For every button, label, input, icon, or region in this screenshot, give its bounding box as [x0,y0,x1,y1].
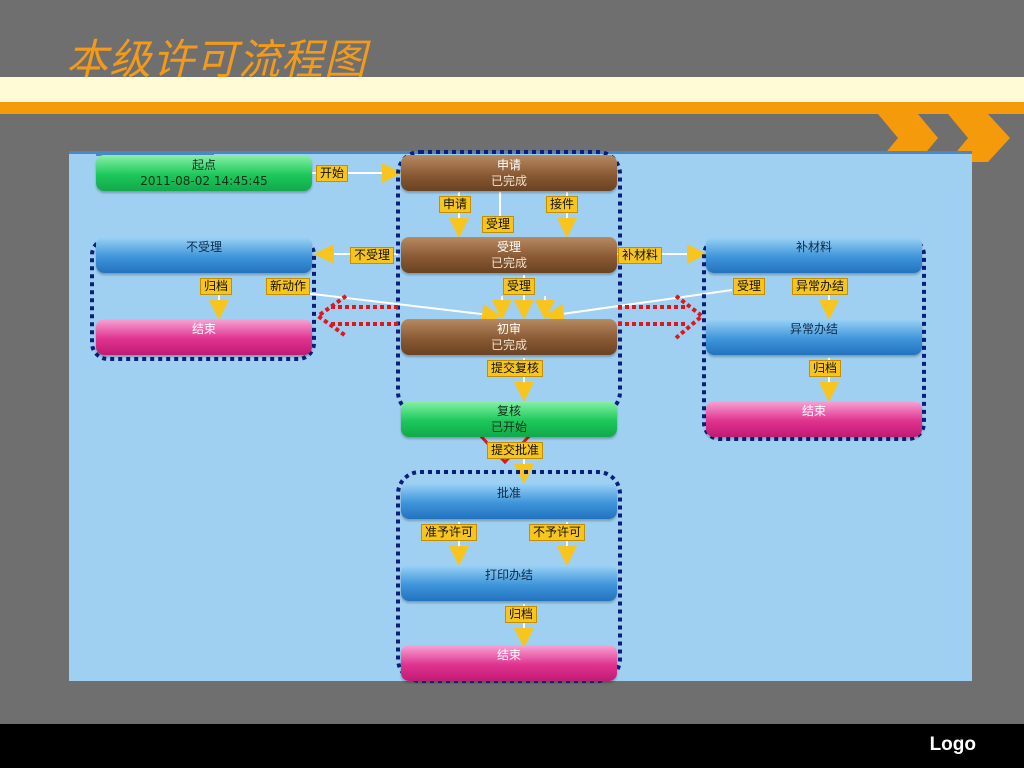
edge-label-accept-low: 受理 [503,278,536,295]
node-reject[interactable]: 不受理 [96,237,312,273]
node-accept[interactable]: 受理 已完成 [401,237,617,273]
edge-label-archive-left: 归档 [200,278,233,295]
edge-label-deny: 不予许可 [529,524,586,541]
edge-label-archive-bottom: 归档 [505,606,538,623]
edge-label-abnormal-done: 异常办结 [792,278,849,295]
node-accept-title: 受理 [496,240,521,254]
header-band-cream [0,77,1024,102]
slide-title: 本级许可流程图 [66,35,368,84]
edge-label-grant: 准予许可 [421,524,478,541]
edge-label-accept-mid: 受理 [482,216,515,233]
node-end-left-title: 结束 [191,322,216,336]
canvas-tab-stub [96,151,214,156]
node-start-title: 起点 [191,158,216,172]
node-apply[interactable]: 申请 已完成 [401,155,617,191]
node-supplement-title: 补材料 [795,240,832,254]
node-end-left[interactable]: 结束 [96,319,312,355]
node-end-bottom[interactable]: 结束 [401,645,617,681]
node-accept-status: 已完成 [490,256,527,270]
node-print-title: 打印办结 [484,568,533,582]
node-apply-title: 申请 [496,158,521,172]
edge-label-restart: 新动作 [266,278,311,295]
node-end-right-title: 结束 [801,404,826,418]
node-re-review-status: 已开始 [490,420,527,434]
node-end-right[interactable]: 结束 [706,401,922,437]
edge-label-apply: 申请 [439,196,472,213]
node-start-timestamp: 2011-08-02 14:45:45 [140,174,268,188]
edge-label-accept-right: 受理 [733,278,766,295]
node-approve-title: 批准 [496,486,521,500]
node-start[interactable]: 起点 2011-08-02 14:45:45 [96,155,312,191]
footer-bar: Logo [0,724,1024,768]
edge-label-pickup: 接件 [546,196,579,213]
node-first-review-status: 已完成 [490,338,527,352]
logo: Logo [929,734,976,755]
node-re-review-title: 复核 [496,404,521,418]
edge-label-submit-approve: 提交批准 [487,442,544,459]
node-apply-status: 已完成 [490,174,527,188]
node-supplement[interactable]: 补材料 [706,237,922,273]
edge-label-submit-review: 提交复核 [487,360,544,377]
node-end-bottom-title: 结束 [496,648,521,662]
node-reject-title: 不受理 [185,240,222,254]
node-approve[interactable]: 批准 [401,483,617,519]
node-abnormal-title: 异常办结 [789,322,838,336]
node-abnormal[interactable]: 异常办结 [706,319,922,355]
edge-label-reject: 不受理 [350,247,395,264]
node-first-review-title: 初审 [496,322,521,336]
node-first-review[interactable]: 初审 已完成 [401,319,617,355]
node-re-review[interactable]: 复核 已开始 [401,401,617,437]
header-band-orange [0,102,1024,114]
chevron-arrows-icon [878,114,1010,162]
edge-label-begin: 开始 [316,165,349,182]
edge-label-supplement: 补材料 [618,247,663,264]
edge-label-archive-right: 归档 [809,360,842,377]
node-print[interactable]: 打印办结 [401,565,617,601]
